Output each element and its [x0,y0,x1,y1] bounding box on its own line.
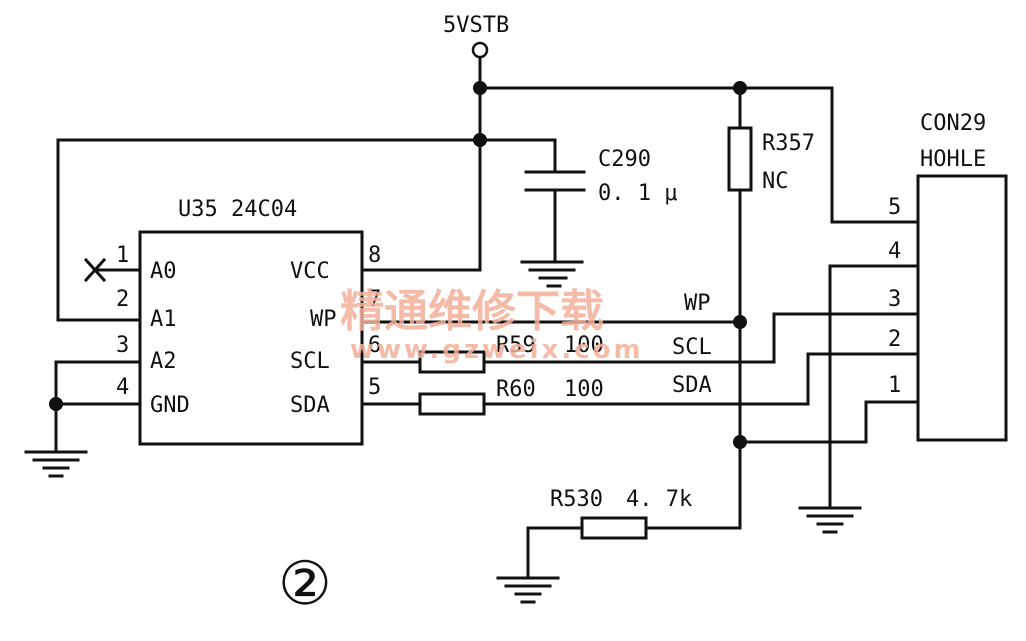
junctions [49,81,747,449]
connector-ref: CON29 [920,111,986,136]
connector-body [916,174,1008,442]
resistor-value: 100 [564,377,604,402]
pin-name: VCC [290,259,330,284]
figure-number-mark: ② [278,549,332,619]
pin-number: 1 [116,243,129,268]
pin-name: A0 [150,259,177,284]
resistor-ref: R60 [496,377,536,402]
ic-label: U35 24C04 [178,197,297,222]
connector-name: HOHLE [920,147,986,172]
net-label-wp: WP [684,291,711,316]
resistor-ref: R357 [762,131,815,156]
pin-number: 7 [368,287,381,312]
watermark-url: www.gzweix.com [350,335,644,365]
connector-pin-number: 5 [888,195,901,220]
resistor-value: 100 [564,333,604,358]
junction-dot [49,397,63,411]
ground-symbol-r530 [496,576,560,604]
resistor-value: NC [762,169,789,194]
pin-name: SCL [290,349,330,374]
pin-name: A2 [150,349,177,374]
resistor-r60: R60 100 [418,377,604,416]
connector-con29: CON29 HOHLE 5 4 3 2 1 [888,111,1008,442]
wires [54,56,920,580]
resistor-r59: R59 100 [418,333,604,374]
pin-name: GND [150,393,190,418]
watermark-text: 精通维修下载 [340,286,604,337]
pin-name: SDA [290,393,330,418]
no-connect-mark [83,257,107,283]
resistor-ref: R59 [496,333,536,358]
supply-label: 5VSTB [443,13,509,38]
ground-symbol-cap [520,260,584,288]
pin-name: A1 [150,307,177,332]
supply-terminal [471,41,489,59]
junction-dot [473,81,487,95]
capacitor-ref: C290 [598,147,651,172]
net-label-sda: SDA [672,373,712,398]
ground-symbol-connector [798,506,862,534]
pin-number: 4 [116,375,129,400]
net-label-scl: SCL [672,335,712,360]
connector-pin-number: 2 [888,327,901,352]
resistor-ref: R530 [550,487,603,512]
junction-dot [733,315,747,329]
junction-dot [473,133,487,147]
resistor-r530: R530 4. 7k [550,487,692,540]
resistor-value: 4. 7k [626,487,692,512]
junction-dot [733,435,747,449]
pin-number: 6 [368,333,381,358]
junction-dot [733,81,747,95]
capacitor-c290: C290 0. 1 μ [524,147,677,206]
pin-number: 2 [116,287,129,312]
connector-pin-number: 4 [888,239,901,264]
ground-symbol-chip [24,450,88,478]
pin-number: 8 [368,243,381,268]
capacitor-value: 0. 1 μ [598,181,677,206]
connector-pin-number: 3 [888,287,901,312]
connector-pin-number: 1 [888,373,901,398]
resistor-r357: R357 NC [727,126,815,194]
pin-number: 3 [116,333,129,358]
pin-number: 5 [368,375,381,400]
pin-name: WP [310,307,337,332]
ic-body [138,230,364,446]
ic-u35: U35 24C04 1 2 3 4 A0 A1 A2 GND VCC WP SC… [116,197,381,446]
